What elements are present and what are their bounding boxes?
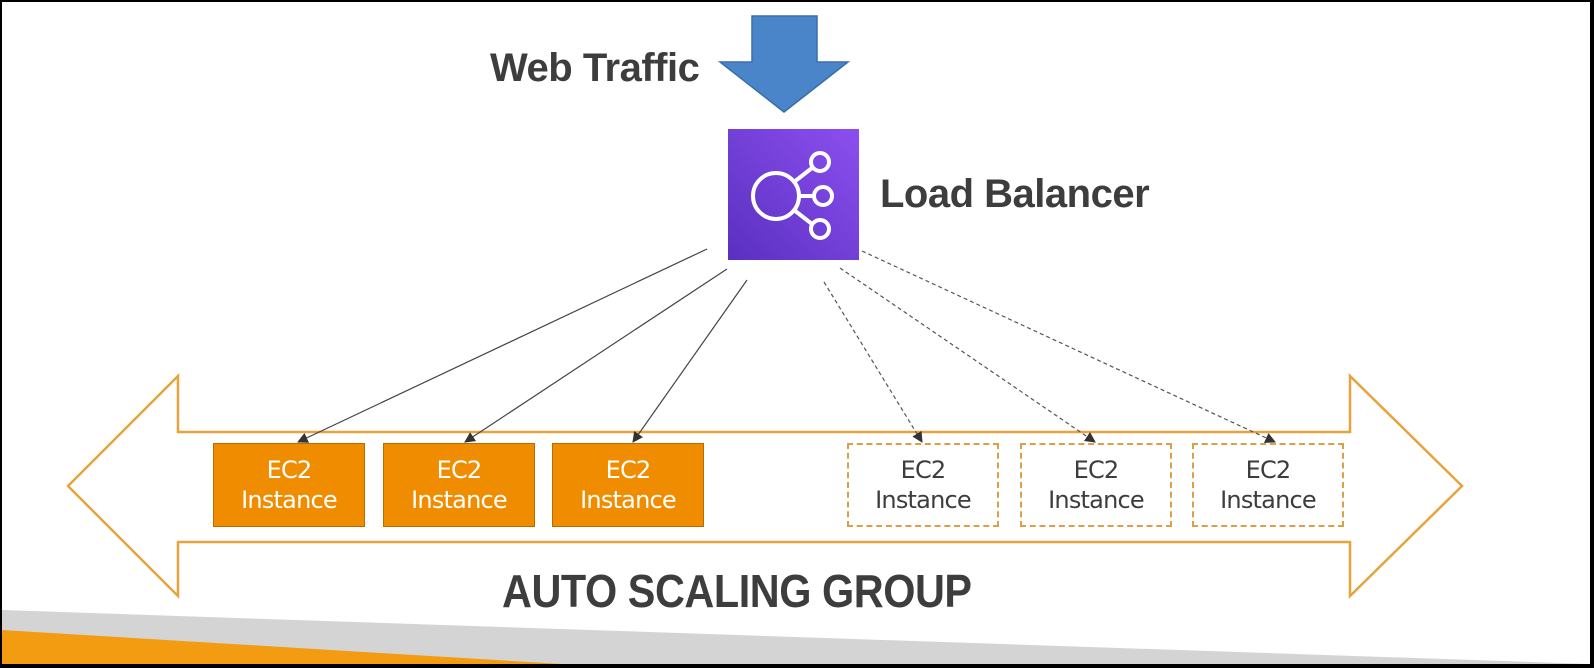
instance-label: Instance bbox=[241, 486, 337, 514]
footer-orange-band bbox=[2, 630, 562, 664]
connector-active-3 bbox=[632, 279, 748, 443]
instance-label: Instance bbox=[875, 486, 971, 514]
auto-scaling-group-label: AUTO SCALING GROUP bbox=[502, 565, 972, 617]
instance-label: Instance bbox=[411, 486, 507, 514]
connector-active-2 bbox=[464, 268, 728, 443]
ec2-instance-active-1: EC2 Instance bbox=[213, 443, 365, 527]
web-traffic-label: Web Traffic bbox=[490, 46, 700, 90]
instance-type: EC2 bbox=[1073, 456, 1120, 484]
connector-pending-3 bbox=[861, 250, 1276, 443]
ec2-instance-pending-3: EC2 Instance bbox=[1192, 443, 1344, 527]
instance-label: Instance bbox=[580, 486, 676, 514]
elastic-load-balancer-icon bbox=[728, 129, 859, 260]
instance-label: Instance bbox=[1048, 486, 1144, 514]
instance-type: EC2 bbox=[266, 456, 313, 484]
instance-type: EC2 bbox=[900, 456, 947, 484]
instance-type: EC2 bbox=[1245, 456, 1292, 484]
arrow-down-icon bbox=[717, 15, 851, 113]
connector-pending-1 bbox=[823, 281, 923, 443]
connector-active-1 bbox=[297, 248, 708, 443]
instance-label: Instance bbox=[1220, 486, 1316, 514]
ec2-instance-pending-1: EC2 Instance bbox=[847, 443, 999, 527]
ec2-instance-active-3: EC2 Instance bbox=[552, 443, 704, 527]
ec2-instance-active-2: EC2 Instance bbox=[383, 443, 535, 527]
instance-type: EC2 bbox=[605, 456, 652, 484]
connector-pending-2 bbox=[839, 267, 1096, 443]
footer-gray-band bbox=[2, 610, 1590, 664]
auto-scaling-double-arrow bbox=[66, 372, 1464, 600]
ec2-instance-pending-2: EC2 Instance bbox=[1020, 443, 1172, 527]
load-balancer-label: Load Balancer bbox=[880, 172, 1150, 216]
instance-type: EC2 bbox=[436, 456, 483, 484]
